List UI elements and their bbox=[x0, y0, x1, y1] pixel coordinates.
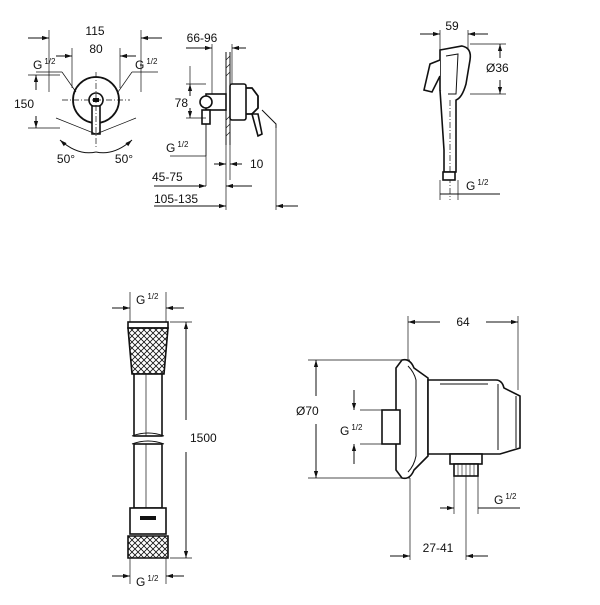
holder-length-label: 64 bbox=[456, 315, 470, 329]
side-total-label: 105-135 bbox=[154, 192, 198, 206]
holder-rosette bbox=[395, 358, 429, 480]
side-depth-label: 66-96 bbox=[187, 31, 218, 45]
side-outlet bbox=[201, 109, 211, 125]
holder-offset-label: 27-41 bbox=[423, 541, 454, 555]
shower-thread-end bbox=[442, 171, 456, 181]
side-height-label: 78 bbox=[175, 96, 189, 110]
shower-handle bbox=[439, 89, 457, 173]
hose-collar bbox=[129, 507, 167, 535]
side-lever bbox=[250, 113, 263, 138]
shower-length-label: 59 bbox=[445, 19, 459, 33]
front-width-inner-label: 80 bbox=[89, 42, 103, 56]
hose-bottom-nut bbox=[127, 535, 169, 559]
holder-outlet-collar bbox=[449, 453, 483, 465]
shower-diameter-label: Ø36 bbox=[486, 61, 509, 75]
shower-trigger bbox=[423, 59, 441, 93]
hose-body-upper bbox=[133, 373, 163, 437]
hose-top-nut bbox=[127, 327, 169, 375]
front-angle-right-label: 50° bbox=[115, 152, 133, 166]
front-angle-left-label: 50° bbox=[57, 152, 75, 166]
front-width-outer-label: 115 bbox=[85, 24, 104, 38]
front-height-label: 150 bbox=[14, 97, 34, 111]
holder-body bbox=[427, 379, 521, 455]
side-offset-label: 45-75 bbox=[152, 170, 183, 184]
holder-left-inlet bbox=[381, 409, 401, 445]
holder-diameter-label: Ø70 bbox=[296, 404, 319, 418]
side-wall-label: 10 bbox=[250, 157, 264, 171]
hose-body-lower bbox=[133, 443, 163, 509]
side-body-cover bbox=[229, 83, 247, 121]
hose-length-label: 1500 bbox=[190, 431, 217, 445]
